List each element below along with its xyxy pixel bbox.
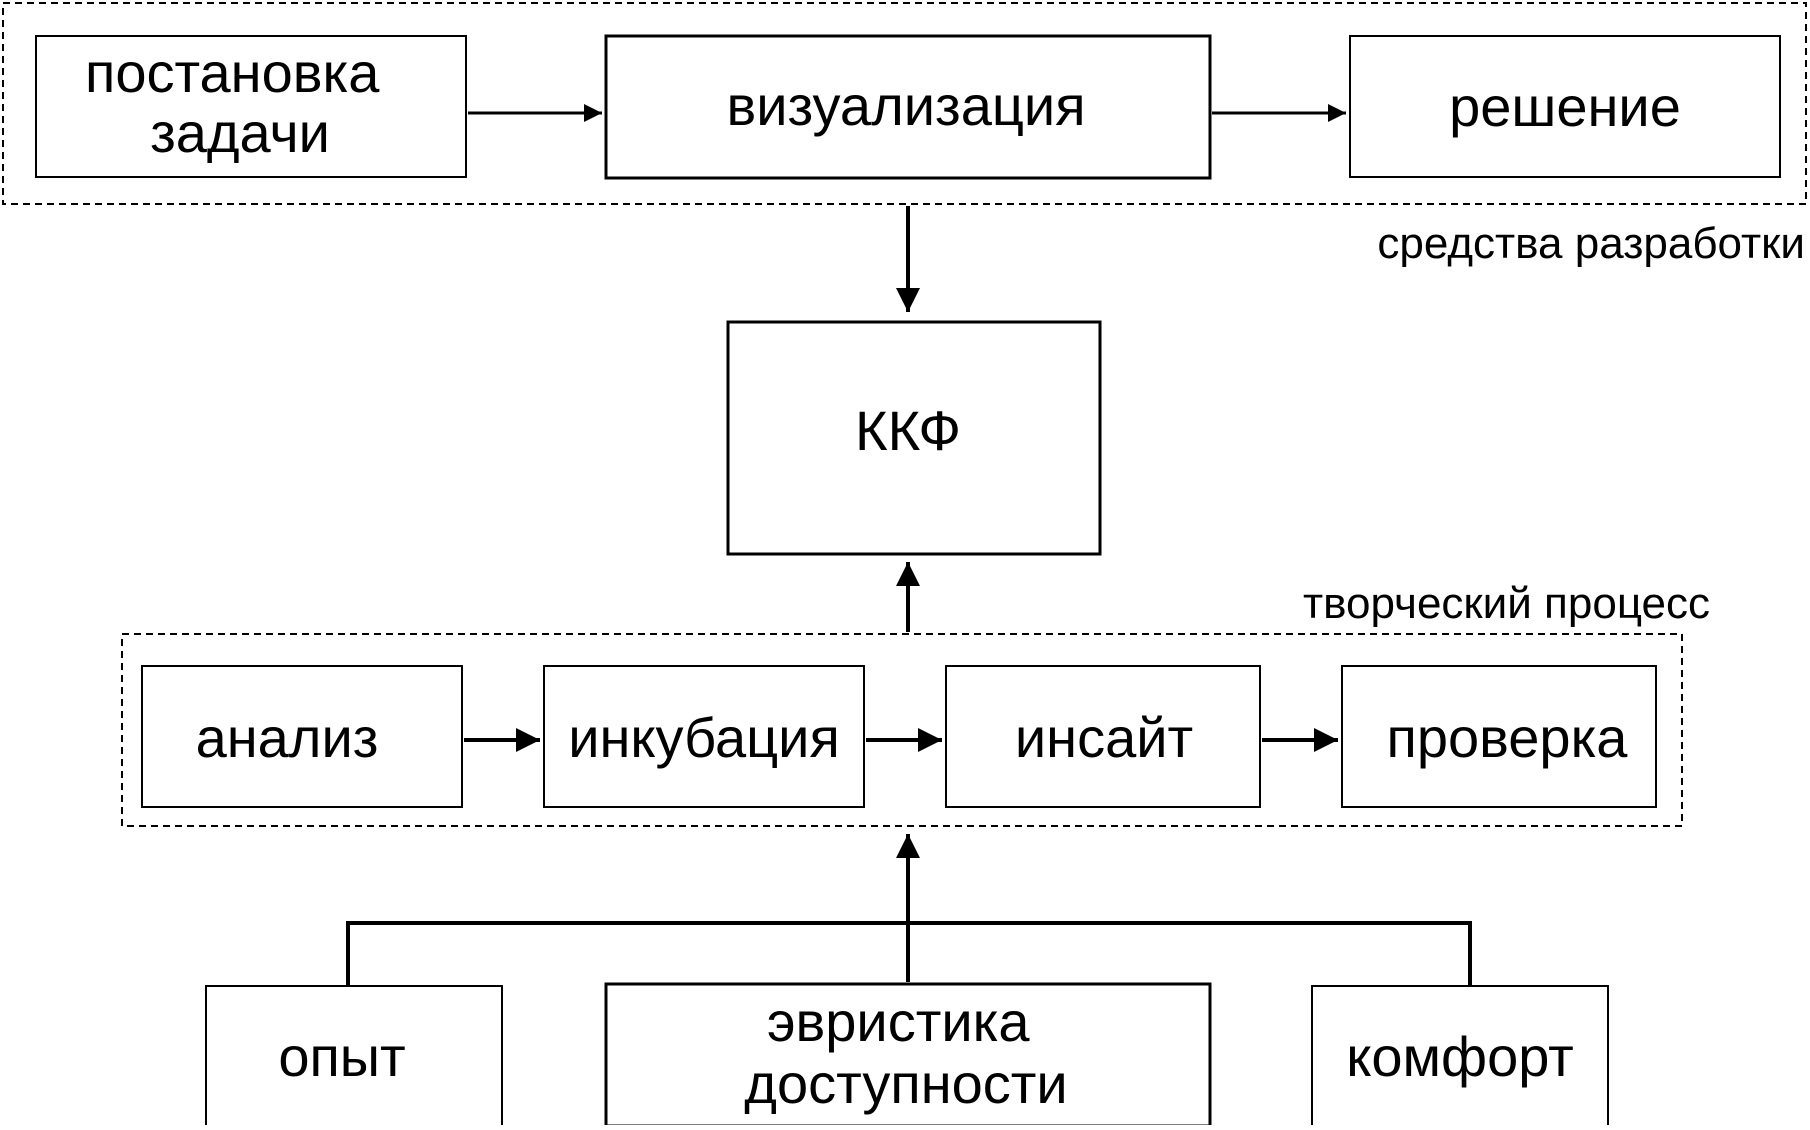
task-statement-label: постановка задачи bbox=[85, 41, 395, 164]
task-statement-box bbox=[35, 35, 467, 178]
availability-heuristic-label: эвристика доступности bbox=[744, 990, 1067, 1115]
factors-connector bbox=[346, 921, 1472, 985]
comfort-label: комфорт bbox=[1346, 1025, 1574, 1088]
incubation-box bbox=[543, 665, 865, 808]
incubation-label: инкубация bbox=[568, 706, 840, 769]
comfort-box bbox=[1311, 985, 1609, 1127]
insight-label: инсайт bbox=[1015, 706, 1193, 769]
analysis-box bbox=[141, 665, 463, 808]
visualization-box bbox=[604, 34, 1212, 180]
experience-box bbox=[205, 985, 503, 1127]
creative-process-group-label: творческий процесс bbox=[1303, 579, 1710, 628]
development-tools-group-label: средства разработки bbox=[1377, 219, 1805, 268]
development-tools-group bbox=[2, 2, 1807, 205]
kkf-box bbox=[726, 320, 1102, 556]
creative-process-group bbox=[121, 633, 1683, 827]
verification-label: проверка bbox=[1387, 706, 1629, 769]
visualization-label: визуализация bbox=[726, 74, 1085, 137]
analysis-label: анализ bbox=[196, 706, 379, 769]
insight-box bbox=[945, 665, 1261, 808]
solution-label: решение bbox=[1449, 75, 1681, 138]
experience-label: опыт bbox=[278, 1025, 405, 1088]
verification-box bbox=[1341, 665, 1657, 808]
kkf-label: ККФ bbox=[855, 399, 961, 462]
solution-box bbox=[1349, 35, 1781, 178]
